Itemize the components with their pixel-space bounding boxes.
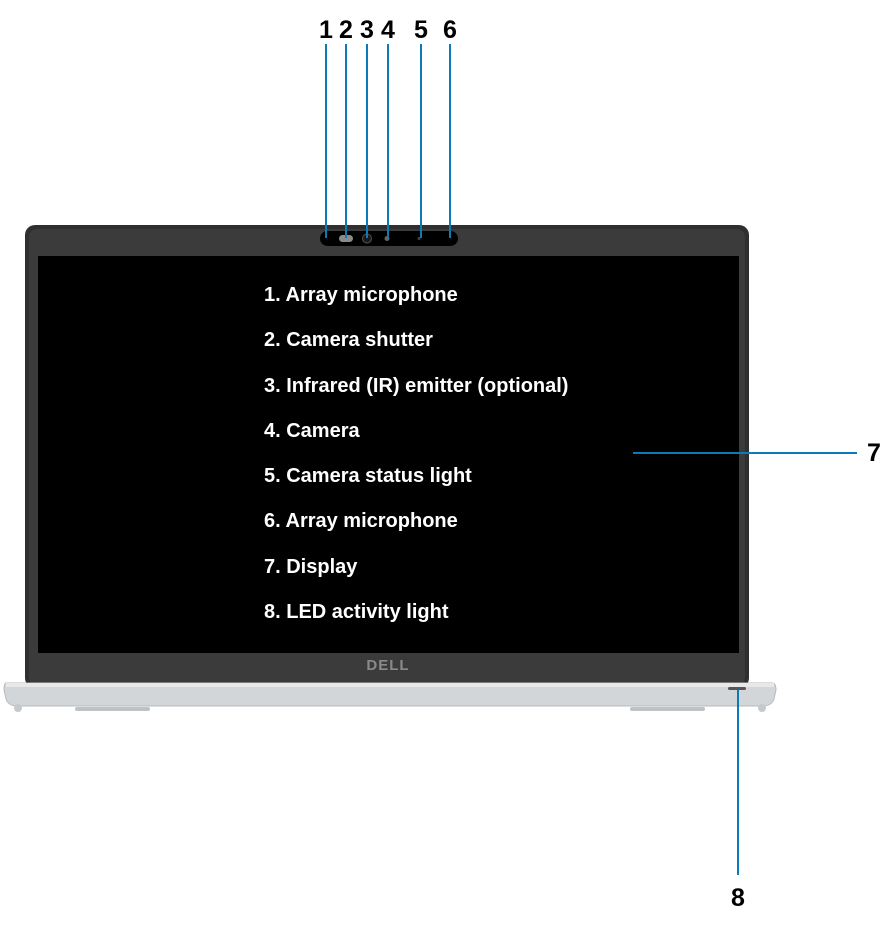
legend-item: 3. Infrared (IR) emitter (optional) xyxy=(264,374,569,397)
component-legend: 1. Array microphone 2. Camera shutter 3.… xyxy=(264,283,568,645)
legend-item: 7. Display xyxy=(264,555,358,578)
callout-number-5: 5 xyxy=(414,16,428,44)
legend-item: 4. Camera xyxy=(264,419,360,442)
base-foot-left xyxy=(75,707,150,711)
base-corner-right xyxy=(758,704,766,712)
base-lip xyxy=(6,683,774,687)
base-foot-right xyxy=(630,707,705,711)
legend-item: 6. Array microphone xyxy=(264,510,458,533)
display-screen xyxy=(38,256,739,653)
led-activity-light xyxy=(728,687,746,690)
legend-item: 5. Camera status light xyxy=(264,465,472,488)
callout-number-2: 2 xyxy=(339,16,353,44)
dell-logo: DELL xyxy=(366,657,409,674)
camera-shutter xyxy=(339,235,353,242)
callout-number-6: 6 xyxy=(443,16,457,44)
legend-item: 2. Camera shutter xyxy=(264,329,433,352)
callout-number-7: 7 xyxy=(867,439,881,467)
legend-item: 8. LED activity light xyxy=(264,601,449,624)
callout-number-8: 8 xyxy=(731,884,745,912)
base-corner-left xyxy=(14,704,22,712)
camera-status-light xyxy=(417,237,421,240)
callout-number-1: 1 xyxy=(319,16,333,44)
legend-item: 1. Array microphone xyxy=(264,284,458,306)
callout-number-4: 4 xyxy=(381,16,395,44)
callout-number-3: 3 xyxy=(360,16,374,44)
